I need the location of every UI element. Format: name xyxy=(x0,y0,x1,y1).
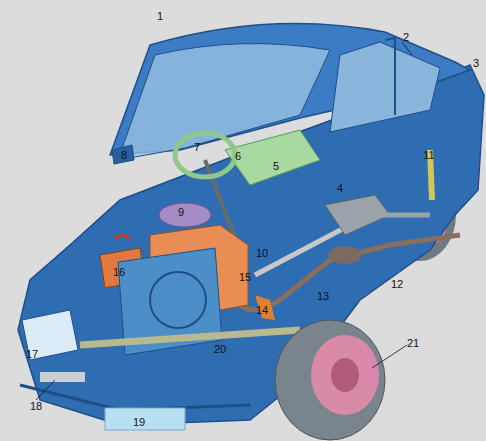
bumper xyxy=(20,385,250,410)
rear-axle xyxy=(360,213,430,218)
callout-number: 16 xyxy=(113,266,125,278)
callout-number: 3 xyxy=(473,57,479,69)
headlight xyxy=(22,310,78,360)
gear-lever xyxy=(255,295,275,320)
window-pillar xyxy=(385,38,395,115)
steering-rack xyxy=(80,330,300,345)
battery-cable xyxy=(115,235,130,240)
callout-number: 13 xyxy=(317,290,329,302)
leader-line xyxy=(372,345,407,368)
callout-number: 20 xyxy=(214,343,226,355)
callout-number: 9 xyxy=(178,206,184,218)
leader-line xyxy=(36,380,55,400)
callout-number: 11 xyxy=(423,149,434,161)
air-filter xyxy=(159,203,211,227)
leader-line xyxy=(402,42,412,55)
callout-number: 2 xyxy=(403,31,409,43)
seat xyxy=(225,130,320,185)
callout-number: 4 xyxy=(337,182,343,194)
exhaust-pipe xyxy=(235,235,460,310)
callout-number: 15 xyxy=(239,271,251,283)
callout-number: 17 xyxy=(26,348,38,360)
fan xyxy=(150,272,206,328)
muffler xyxy=(328,246,362,264)
front-wheel xyxy=(275,320,385,440)
steering-wheel xyxy=(175,133,235,177)
callout-number: 21 xyxy=(407,337,419,349)
callout-number: 12 xyxy=(391,278,403,290)
callout-number: 19 xyxy=(133,416,145,428)
fog-light xyxy=(40,372,85,382)
callout-number: 1 xyxy=(157,10,163,22)
callout-number: 6 xyxy=(235,150,241,162)
callout-number: 18 xyxy=(30,400,42,412)
license-plate xyxy=(105,408,185,430)
callout-number: 14 xyxy=(256,304,268,316)
mirror xyxy=(112,145,134,164)
side-window xyxy=(330,42,440,132)
callout-number: 10 xyxy=(256,247,268,259)
callout-number: 7 xyxy=(194,141,200,153)
callout-number: 5 xyxy=(273,160,279,172)
callout-number: 8 xyxy=(121,149,127,161)
